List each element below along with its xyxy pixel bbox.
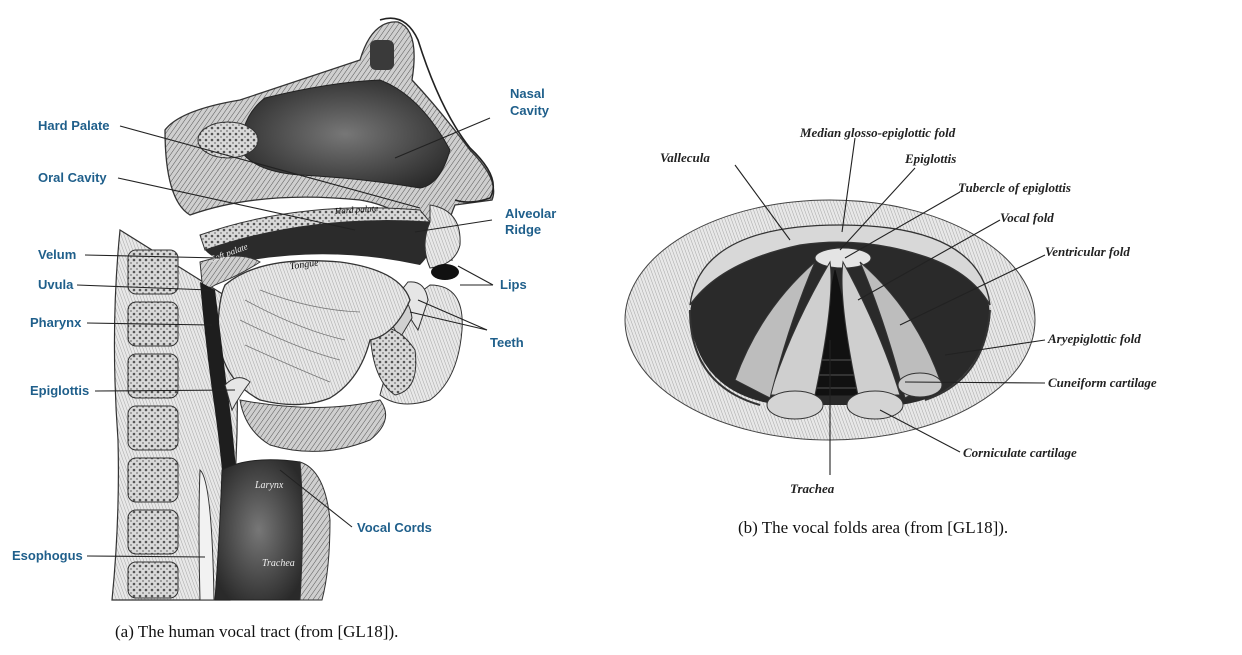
label-vocal-cords: Vocal Cords bbox=[357, 520, 432, 535]
label-lips: Lips bbox=[500, 277, 527, 292]
label-alveolar-ridge: Ridge bbox=[505, 222, 541, 237]
label-uvula: Uvula bbox=[38, 277, 74, 292]
vocal-tract-illustration: Tongue Soft palate Hard palate Larynx Tr… bbox=[112, 18, 494, 600]
label-ventricular-fold: Ventricular fold bbox=[1045, 244, 1130, 259]
label-vallecula: Vallecula bbox=[660, 150, 710, 165]
label-trachea-b: Trachea bbox=[790, 481, 835, 496]
label-nasal-cavity: Cavity bbox=[510, 103, 550, 118]
label-aryepiglottic-fold: Aryepiglottic fold bbox=[1047, 331, 1141, 346]
label-nasal: Nasal bbox=[510, 86, 545, 101]
label-hard-palate: Hard Palate bbox=[38, 118, 110, 133]
label-epiglottis: Epiglottis bbox=[30, 383, 89, 398]
caption-figure-b: (b) The vocal folds area (from [GL18]). bbox=[738, 518, 1008, 538]
label-pharynx: Pharynx bbox=[30, 315, 82, 330]
spine-vertebrae bbox=[128, 250, 178, 598]
label-teeth: Teeth bbox=[490, 335, 524, 350]
label-tubercle-of-epiglottis: Tubercle of epiglottis bbox=[958, 180, 1071, 195]
label-esophogus: Esophogus bbox=[12, 548, 83, 563]
label-corniculate-cartilage: Corniculate cartilage bbox=[963, 445, 1077, 460]
label-oral-cavity: Oral Cavity bbox=[38, 170, 107, 185]
label-velum: Velum bbox=[38, 247, 76, 262]
inner-label-trachea: Trachea bbox=[262, 558, 295, 569]
label-vocal-fold: Vocal fold bbox=[1000, 210, 1054, 225]
caption-figure-a: (a) The human vocal tract (from [GL18]). bbox=[115, 622, 398, 642]
label-alveolar: Alveolar bbox=[505, 206, 556, 221]
label-epiglottis-b: Epiglottis bbox=[904, 151, 956, 166]
label-median-glosso-epiglottic-fold: Median glosso-epiglottic fold bbox=[799, 125, 956, 140]
inner-label-larynx: Larynx bbox=[254, 480, 284, 491]
label-cuneiform-cartilage: Cuneiform cartilage bbox=[1048, 375, 1157, 390]
